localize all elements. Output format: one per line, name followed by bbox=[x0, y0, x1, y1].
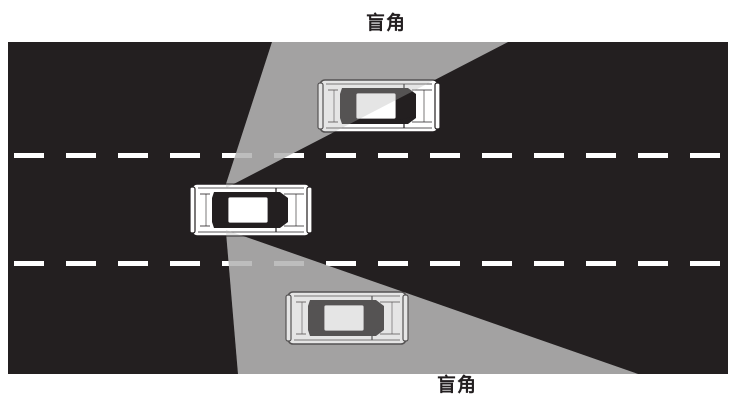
blind-spot-label-bottom: 盲角 bbox=[437, 370, 477, 397]
car-ego bbox=[190, 184, 312, 236]
blind-spot-label-top: 盲角 bbox=[366, 8, 406, 35]
road-diagram bbox=[8, 42, 728, 374]
